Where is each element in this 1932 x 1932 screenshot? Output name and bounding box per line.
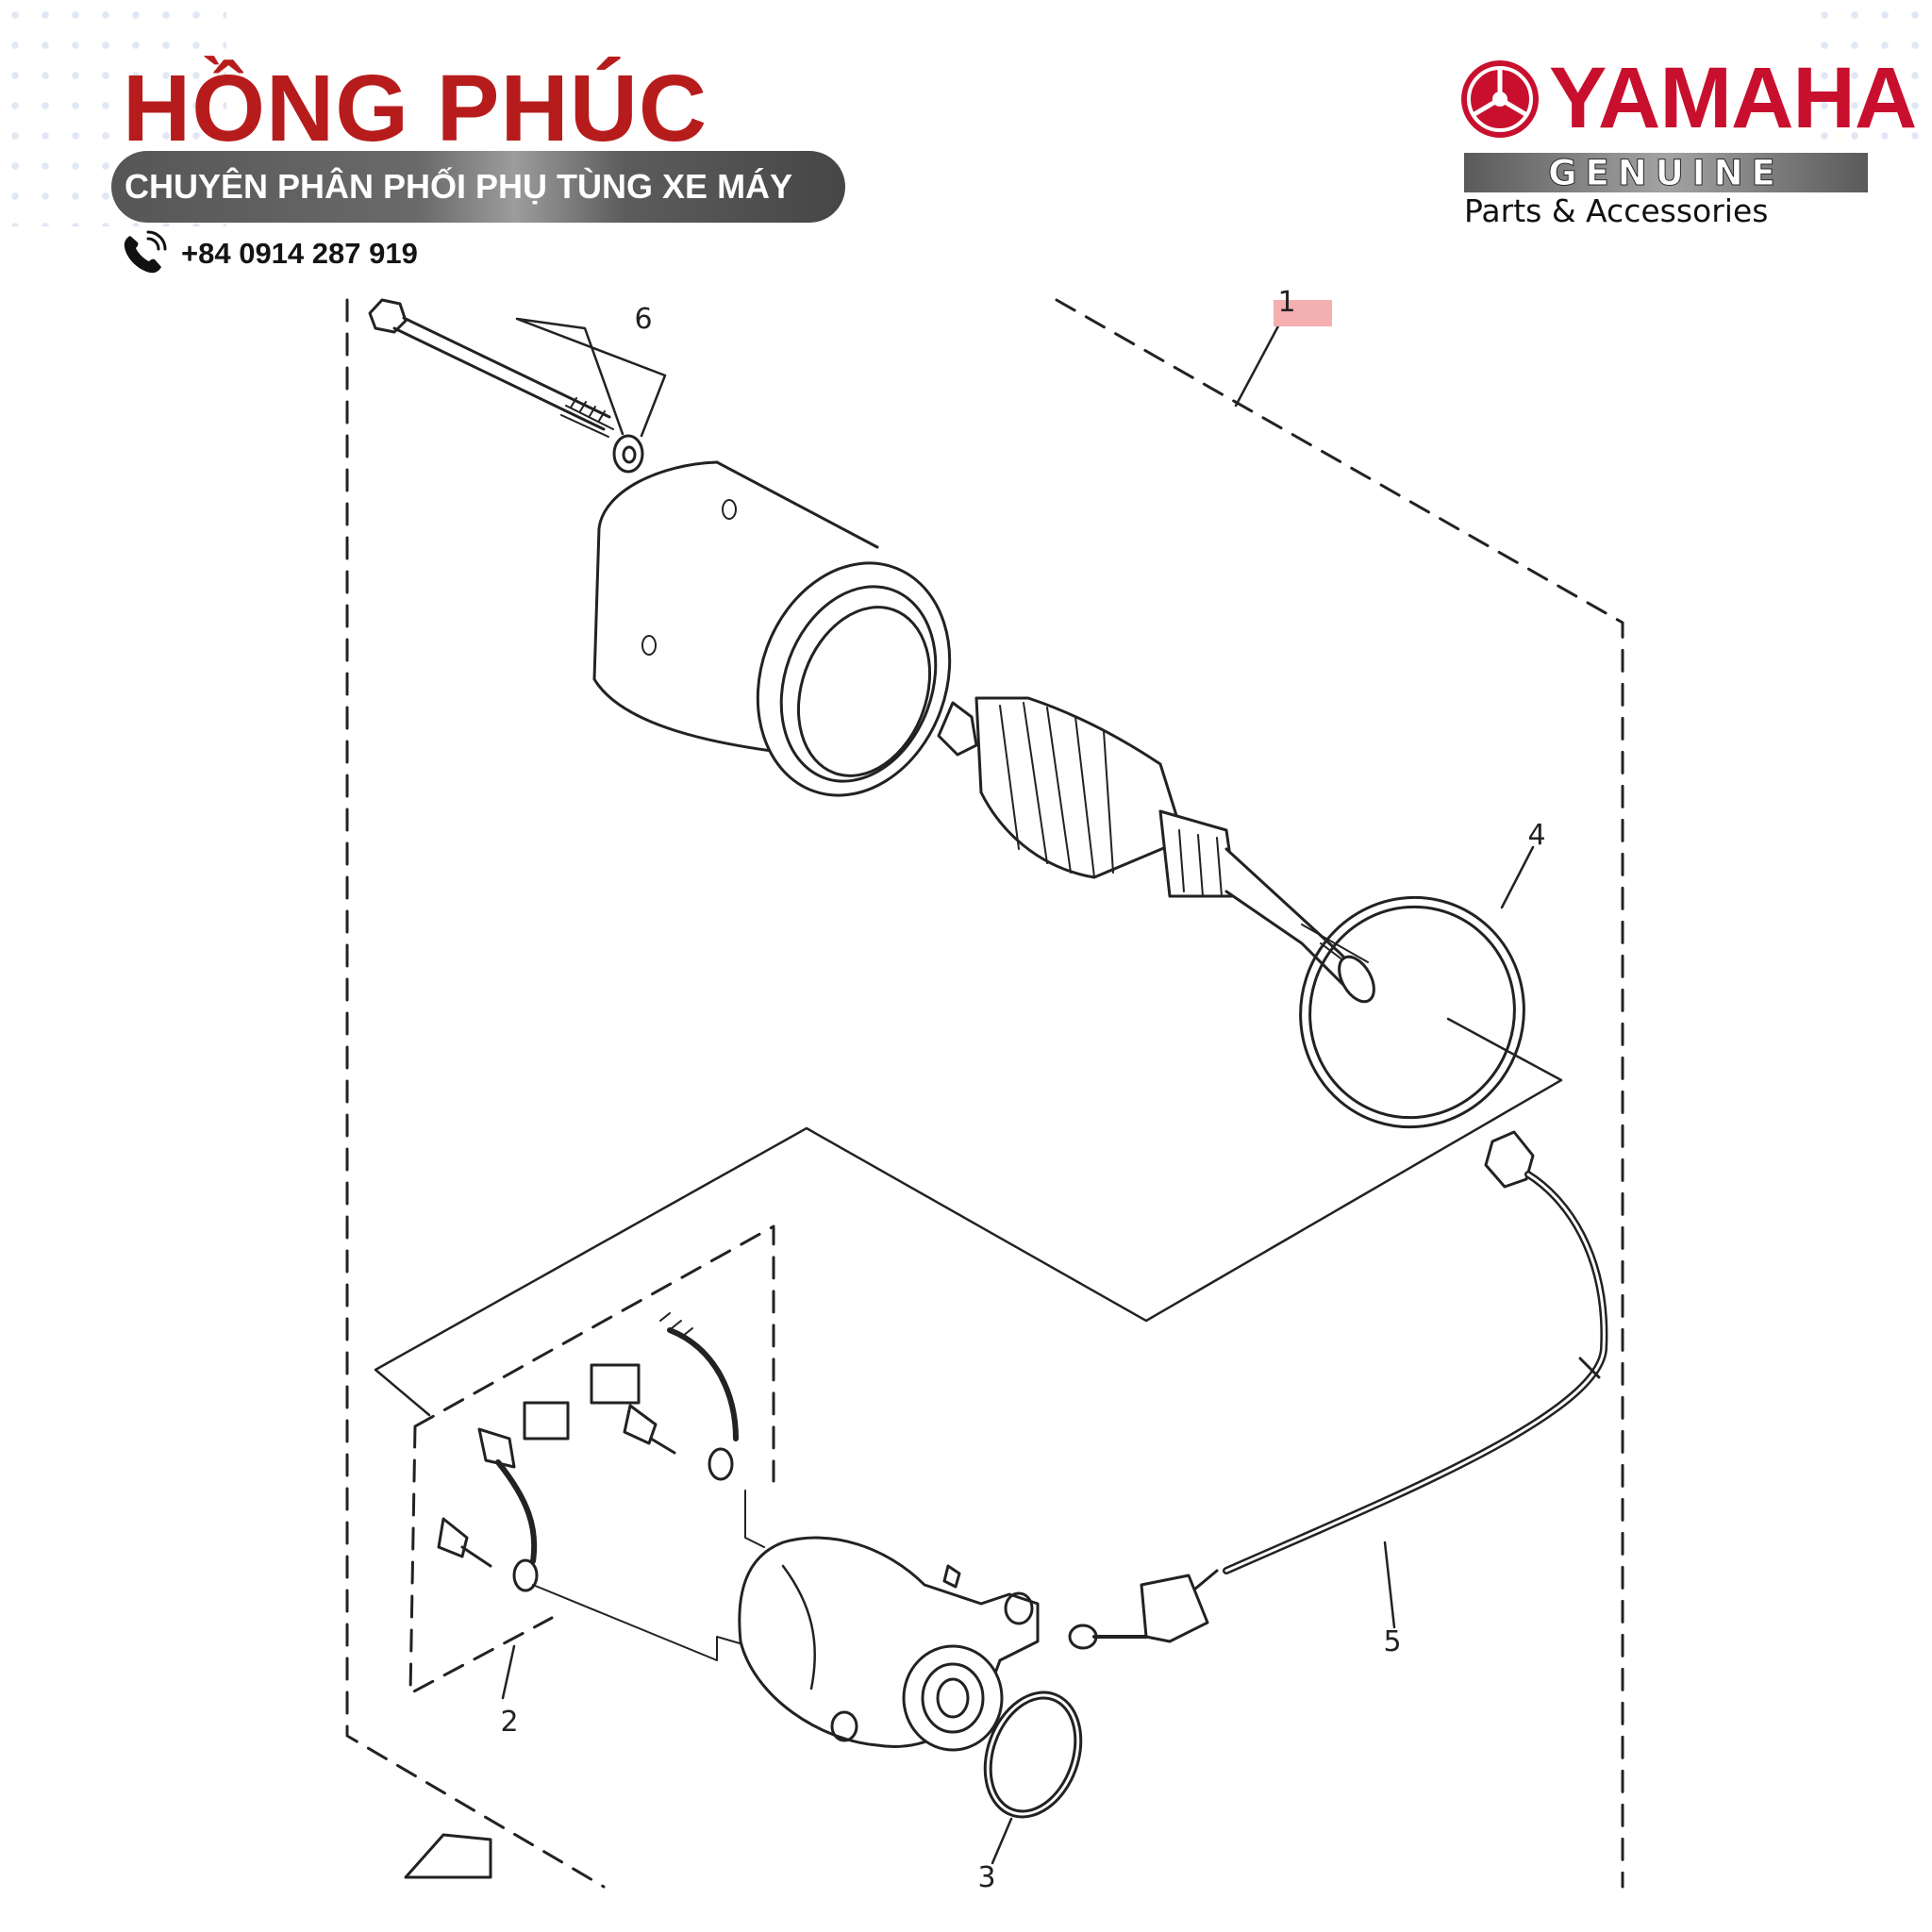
lead-wire-part <box>1068 1130 1608 1650</box>
assembly-frame-outline <box>345 298 1624 1889</box>
callout-1: 1 <box>1277 286 1295 319</box>
leader-3 <box>991 1817 1013 1865</box>
tagline-banner: CHUYÊN PHÂN PHỐI PHỤ TÙNG XE MÁY <box>111 151 845 223</box>
genuine-label: GENUINE <box>1548 152 1784 193</box>
brand-name: HỒNG PHÚC <box>123 56 708 161</box>
brush-holder-frame <box>408 1224 775 1695</box>
leader-1 <box>1234 319 1283 408</box>
alignment-plane <box>374 1017 1563 1417</box>
fwd-arrow-icon <box>404 1833 492 1879</box>
brush-holder-part <box>437 1312 739 1592</box>
yamaha-logo: YAMAHA GENUINE Parts & Accessories <box>1453 51 1917 236</box>
callout-3: 3 <box>977 1861 995 1894</box>
large-o-ring-part <box>1299 895 1525 1129</box>
leader-4 <box>1500 845 1535 909</box>
yamaha-wordmark: YAMAHA <box>1549 50 1917 146</box>
washer-part <box>612 434 644 474</box>
leader-2 <box>501 1644 516 1700</box>
phone-ringing-icon <box>124 230 167 274</box>
parts-accessories-label: Parts & Accessories <box>1464 192 1769 229</box>
callout-4: 4 <box>1527 819 1545 852</box>
callout-5: 5 <box>1383 1625 1401 1658</box>
genuine-bar: GENUINE <box>1464 152 1868 193</box>
front-cover-part <box>738 1536 1040 1752</box>
bolt-part <box>368 298 614 438</box>
small-o-ring-part <box>983 1690 1083 1819</box>
leader-5 <box>1383 1541 1396 1629</box>
phone-contact[interactable]: +84 0914 287 919 <box>121 230 418 277</box>
armature-part <box>937 696 1375 1004</box>
motor-yoke-part <box>592 460 952 797</box>
leader-6 <box>515 317 667 438</box>
phone-number: +84 0914 287 919 <box>181 237 418 270</box>
callout-2: 2 <box>500 1706 518 1739</box>
yamaha-emblem-icon <box>1461 60 1539 138</box>
callout-1-highlight <box>1274 300 1332 326</box>
callout-6: 6 <box>634 303 652 336</box>
